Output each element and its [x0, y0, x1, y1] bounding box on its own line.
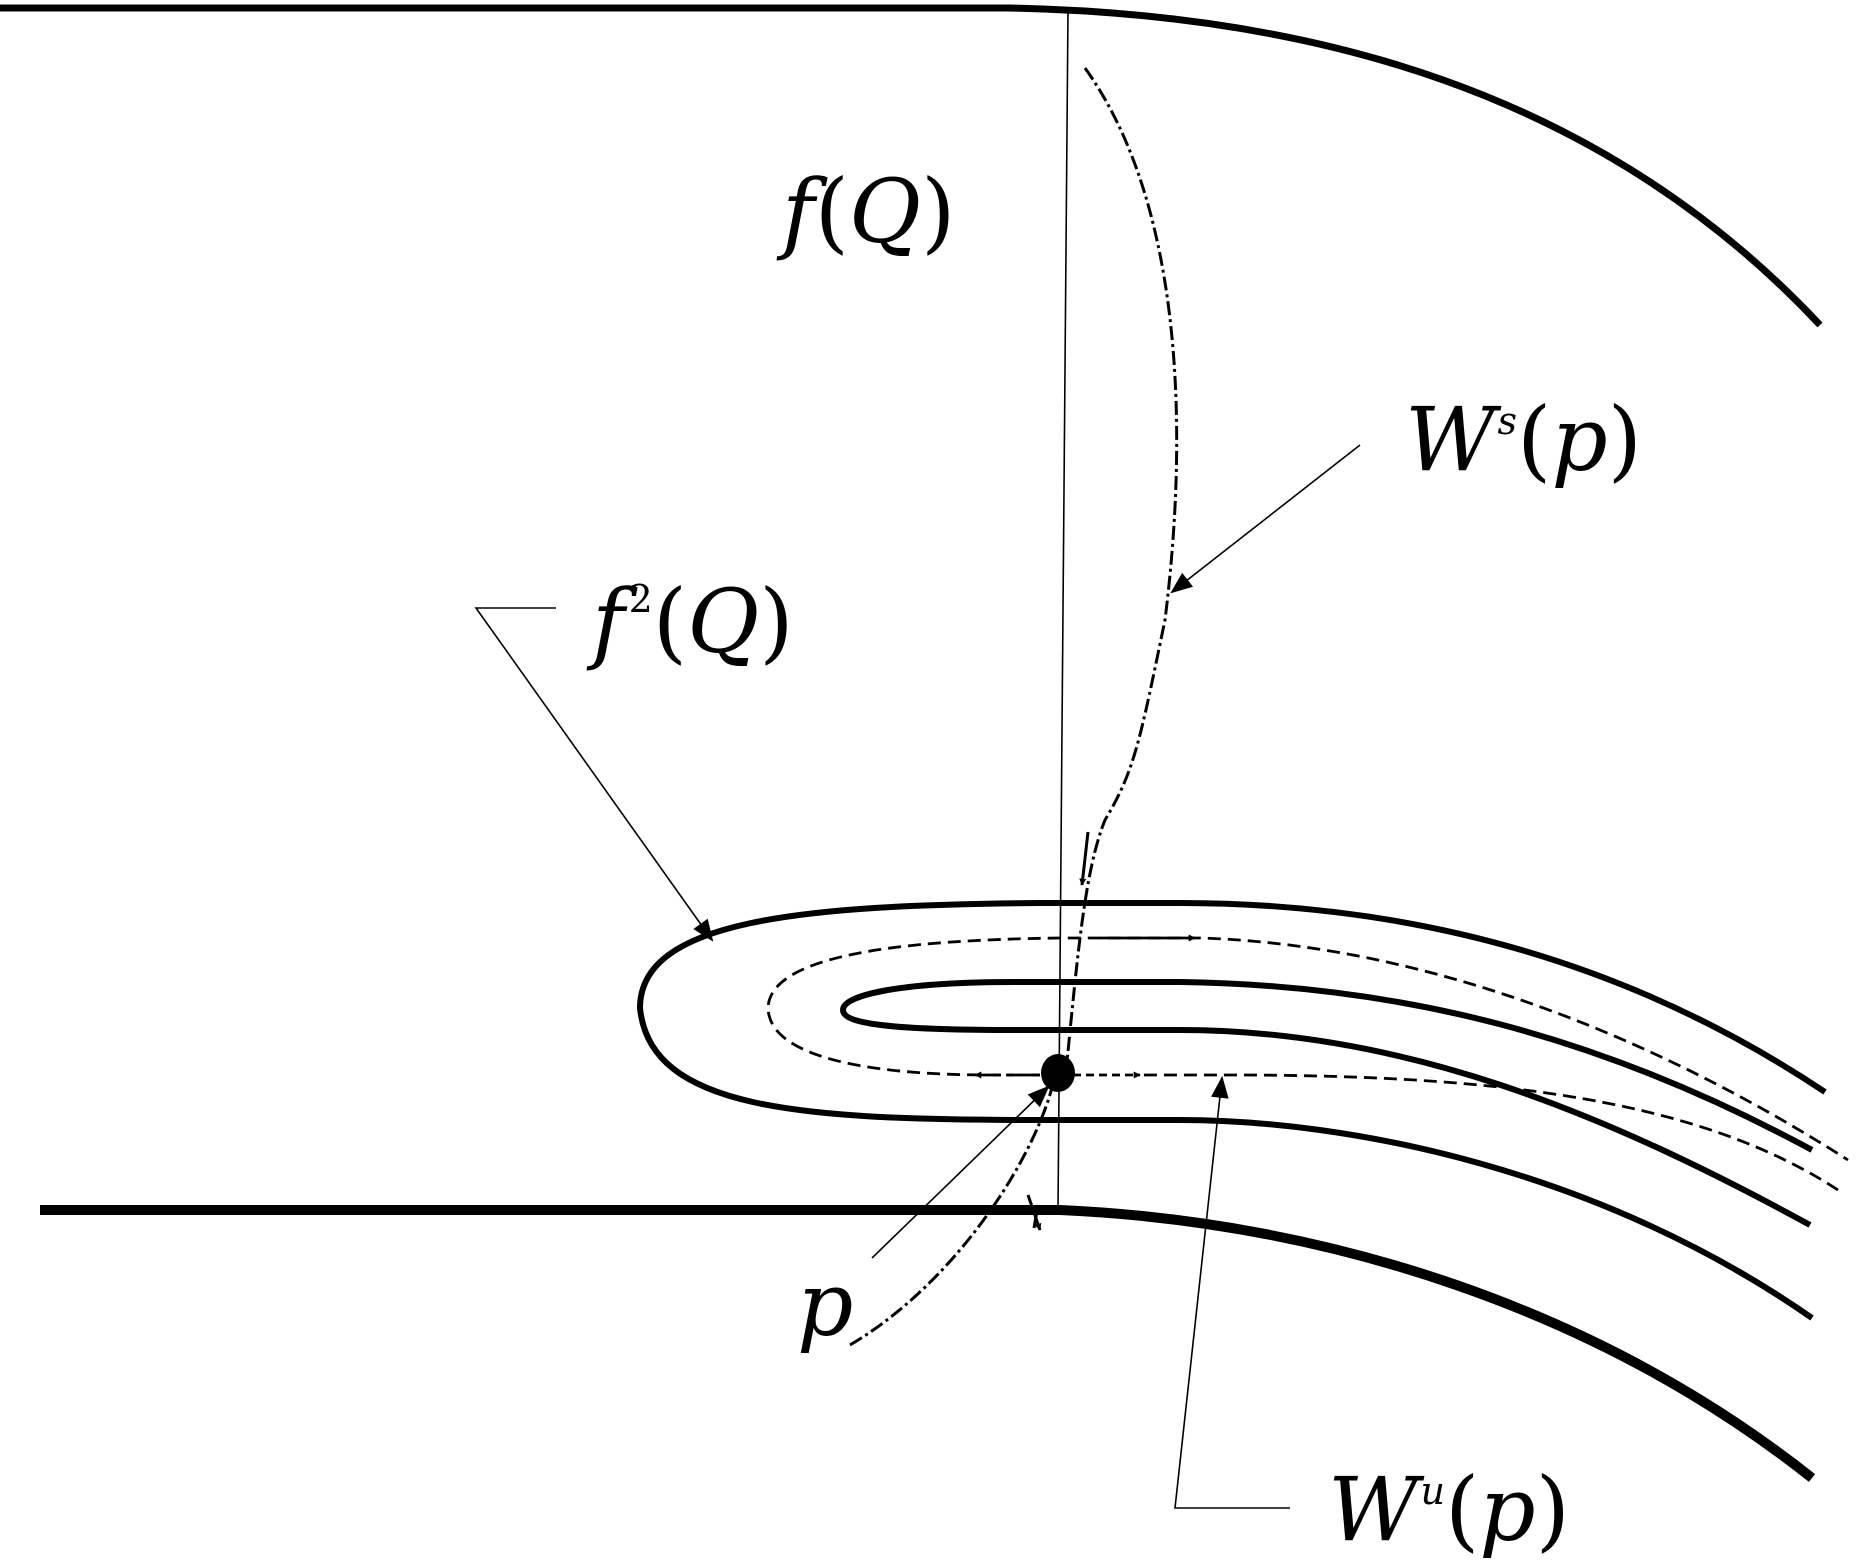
f2q-inner-boundary — [839, 979, 1814, 1228]
fq-bottom-boundary — [40, 1205, 1816, 1482]
f2q-leader — [474, 607, 714, 942]
label-ws-w: W — [1405, 388, 1502, 491]
fixed-point-p — [1041, 1054, 1075, 1092]
label-ws-close: ) — [1608, 388, 1642, 491]
stable-manifold-arrow-top — [1079, 831, 1090, 886]
label-ws: Ws(p) — [1405, 388, 1642, 491]
label-wu: Wu(p) — [1328, 1458, 1570, 1561]
label-wu-w: W — [1328, 1458, 1425, 1561]
label-ws-open: ( — [1517, 388, 1551, 491]
vertical-line — [1057, 9, 1069, 1211]
label-fq-close: ) — [921, 160, 955, 263]
stable-manifold-upper — [1064, 67, 1179, 1073]
label-f2q-q: Q — [687, 570, 759, 673]
label-fq-q: Q — [849, 160, 921, 263]
label-wu-p: p — [1479, 1458, 1535, 1561]
label-wu-sup: u — [1420, 1469, 1444, 1513]
p-leader — [871, 1085, 1050, 1259]
label-ws-p: p — [1551, 388, 1607, 491]
stable-manifold-arrow-bottom-2 — [1032, 1204, 1040, 1229]
wu-leader — [1174, 1075, 1290, 1509]
f2q-outer-boundary — [636, 900, 1827, 1321]
unstable-manifold — [766, 936, 1849, 1192]
label-wu-close: ) — [1536, 1458, 1570, 1561]
label-fq: f(Q) — [776, 160, 955, 263]
label-p: p — [797, 1253, 853, 1356]
label-f2q-close: ) — [759, 570, 793, 673]
label-f2q-sup: 2 — [629, 577, 653, 621]
label-ws-sup: s — [1497, 399, 1517, 443]
ws-leader — [1170, 444, 1361, 594]
label-wu-open: ( — [1445, 1458, 1479, 1561]
stable-manifold-lower — [849, 1074, 1057, 1347]
fq-top-boundary — [0, 4, 1823, 328]
label-f2q-open: ( — [653, 570, 687, 673]
label-fq-open: ( — [815, 160, 849, 263]
stable-manifold-arrow-bottom — [1026, 1194, 1042, 1231]
